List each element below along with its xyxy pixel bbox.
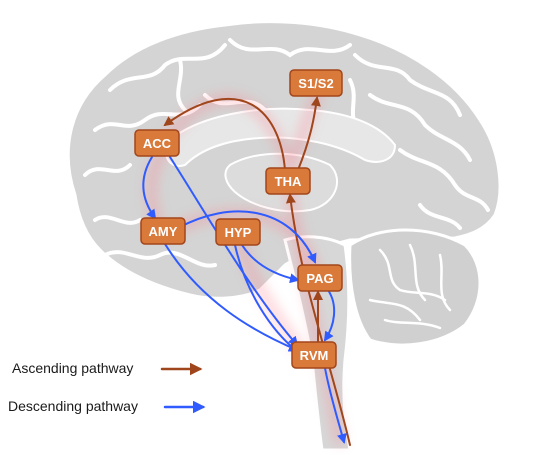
node-s1s2-label: S1/S2 [298, 76, 333, 91]
descending-acc-to-amy [142, 156, 157, 220]
node-pag-label: PAG [306, 271, 333, 286]
descending-amy-to-rvm [164, 243, 299, 352]
gyri-lines [83, 38, 490, 268]
node-acc-label: ACC [143, 136, 172, 151]
descending-arrows [142, 156, 347, 444]
node-hyp-label: HYP [225, 225, 252, 240]
node-tha: THA [265, 167, 311, 195]
legend-arrows [160, 362, 206, 414]
legend-descending-label: Descending pathway [8, 398, 138, 414]
legend-ascending-label: Ascending pathway [12, 360, 134, 376]
node-hyp: HYP [215, 218, 261, 246]
ascending-tha-to-acc [163, 97, 286, 171]
node-s1s2: S1/S2 [289, 69, 343, 97]
node-acc: ACC [134, 129, 180, 157]
node-pag: PAG [297, 264, 343, 292]
cerebellum [348, 228, 482, 347]
descending-rvm-to-spinal [324, 367, 347, 444]
node-amy-label: AMY [149, 224, 178, 239]
brain-illustration [66, 20, 502, 452]
node-tha-label: THA [275, 174, 302, 189]
ascending-arrows [163, 96, 351, 446]
descending-hyp-to-rvm [234, 244, 300, 354]
descending-amy-to-pag [177, 210, 317, 264]
node-amy: AMY [140, 217, 186, 245]
descending-hyp-to-pag [241, 244, 300, 284]
node-rvm-label: RVM [300, 348, 329, 363]
nodes: ACC S1/S2 THA AMY HYP PAG [134, 69, 343, 369]
ascending-spinal-to-tha [285, 193, 351, 446]
ascending-tha-to-s1s2 [297, 96, 321, 171]
cerebellum-folia [368, 243, 452, 330]
descending-pag-to-rvm [323, 289, 336, 342]
node-rvm: RVM [291, 341, 337, 369]
descending-acc-to-rvm [169, 156, 299, 347]
